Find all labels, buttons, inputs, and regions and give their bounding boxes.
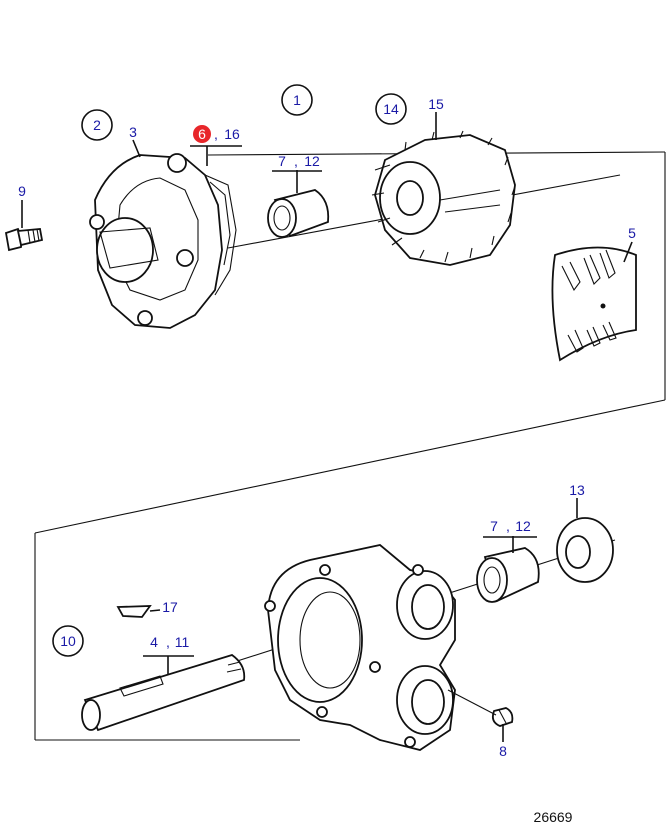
callout-3-label[interactable]: 3 (129, 124, 137, 140)
callout-1-label: 1 (293, 92, 301, 108)
callout-5-label[interactable]: 5 (628, 225, 636, 241)
bushing-part-7-12-upper[interactable] (267, 170, 330, 238)
callout-17-label[interactable]: 17 (162, 599, 178, 615)
callout-11-label: 11 (175, 634, 190, 650)
callout-4-11[interactable]: 4 , 11 (150, 634, 189, 650)
bushing-part-7-12-lower[interactable] (476, 536, 540, 603)
key-part-17[interactable] (116, 605, 161, 618)
callout-14-label: 14 (383, 101, 399, 117)
pump-housing[interactable] (264, 544, 456, 751)
callout-1[interactable]: 1 (281, 84, 313, 116)
callout-10-label: 10 (60, 633, 76, 649)
bolt-part-9[interactable] (4, 200, 44, 252)
seal-ring-part-13[interactable] (556, 498, 614, 583)
impeller-part-15[interactable] (371, 112, 516, 266)
callout-14[interactable]: 14 (375, 93, 407, 125)
callout-12-label: 12 (515, 518, 531, 534)
callout-7-label: 7 (278, 153, 286, 169)
callout-7-12-upper[interactable]: 7 , 12 (278, 153, 320, 169)
callout-13-label[interactable]: 13 (569, 482, 585, 498)
callout-7-12-lower[interactable]: 7 , 12 (490, 518, 531, 534)
callout-comma: , (506, 518, 510, 534)
callout-15-label[interactable]: 15 (428, 96, 444, 112)
callout-2-label: 2 (93, 117, 101, 133)
callout-9-label[interactable]: 9 (18, 183, 26, 199)
callout-comma: , (214, 126, 218, 142)
screw-part-8[interactable] (447, 689, 514, 742)
callout-6-label: 6 (198, 126, 206, 142)
callout-comma: , (294, 153, 298, 169)
shaft-part-4-11[interactable] (81, 654, 246, 732)
callout-16-label: 16 (224, 126, 240, 142)
callout-2[interactable]: 2 (81, 109, 113, 141)
callout-4-label: 4 (150, 634, 158, 650)
callout-7-label: 7 (490, 518, 498, 534)
pump-cover-part-3[interactable] (89, 139, 237, 329)
callout-comma: , (166, 634, 170, 650)
callout-6-16[interactable]: 6 , 16 (190, 125, 242, 166)
cam-part-5[interactable] (551, 241, 637, 362)
callout-10[interactable]: 10 (52, 625, 84, 657)
callout-12-label: 12 (304, 153, 320, 169)
diagram-number: 26669 (534, 809, 573, 825)
callout-8-label[interactable]: 8 (499, 743, 507, 759)
